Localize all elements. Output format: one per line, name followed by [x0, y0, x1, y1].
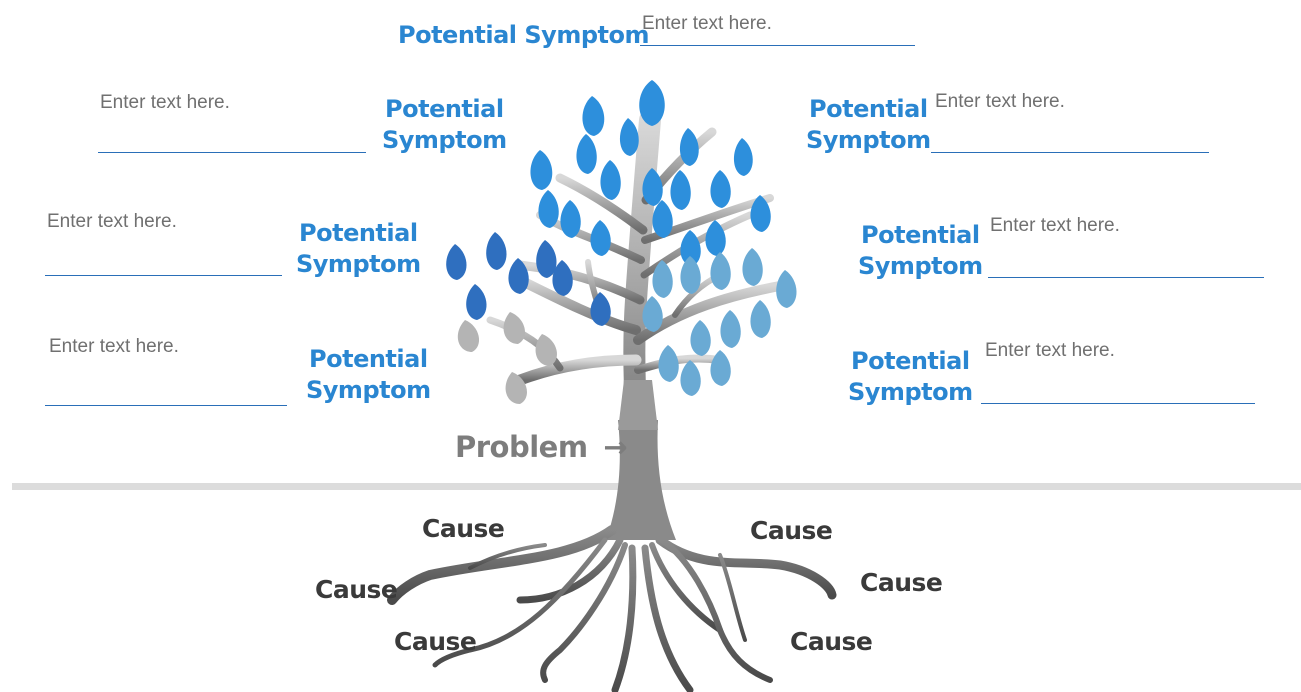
cause-label-5: Cause [394, 627, 477, 656]
underline-lower-left [45, 405, 287, 406]
tree-trunk [606, 420, 676, 540]
problem-label: Problem → [455, 430, 627, 464]
entry-field-upper-right[interactable]: Enter text here. [935, 91, 1065, 112]
symptom-label-top: Potential Symptom [398, 21, 649, 49]
entry-field-top[interactable]: Enter text here. [642, 13, 772, 34]
cause-label-1: Cause [422, 514, 505, 543]
underline-top [640, 45, 915, 46]
underline-lower-right [981, 403, 1255, 404]
underline-upper-right [931, 152, 1209, 153]
entry-field-upper-left[interactable]: Enter text here. [100, 92, 230, 113]
underline-mid-left [45, 275, 282, 276]
entry-field-mid-right[interactable]: Enter text here. [990, 215, 1120, 236]
arrow-right-icon: → [603, 430, 627, 464]
tree-roots [387, 525, 837, 692]
entry-field-lower-right[interactable]: Enter text here. [985, 340, 1115, 361]
entry-field-lower-left[interactable]: Enter text here. [49, 336, 179, 357]
cause-label-6: Cause [790, 627, 873, 656]
underline-mid-right [988, 277, 1264, 278]
tree-leaves [446, 80, 797, 404]
underline-upper-left [98, 152, 366, 153]
cause-label-3: Cause [315, 575, 398, 604]
cause-label-4: Cause [860, 568, 943, 597]
cause-label-2: Cause [750, 516, 833, 545]
entry-field-mid-left[interactable]: Enter text here. [47, 211, 177, 232]
